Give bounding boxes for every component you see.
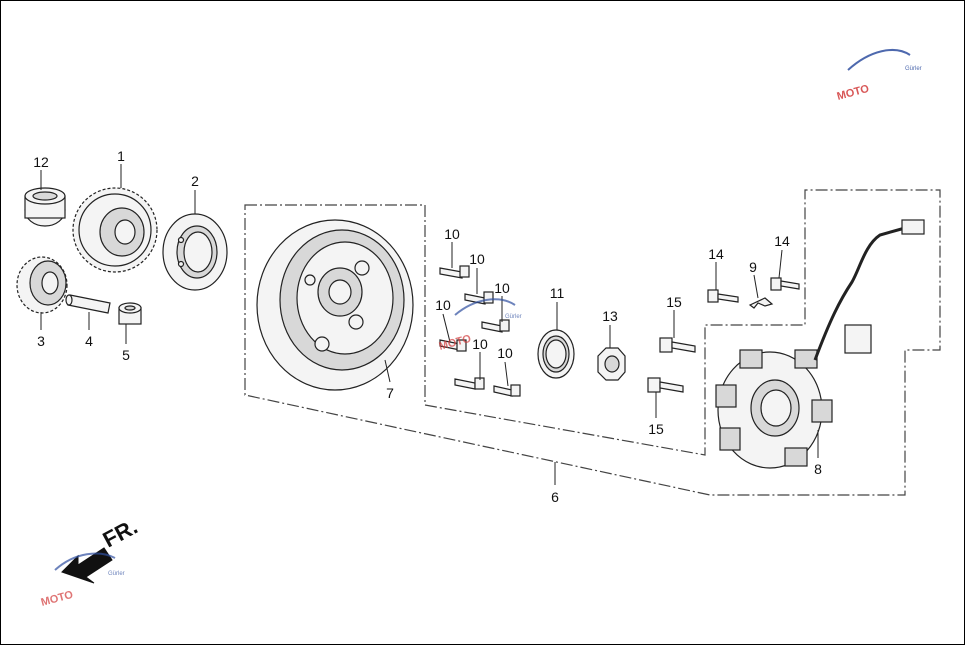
callout-11: 11 (550, 285, 565, 301)
svg-text:Gürler: Gürler (905, 66, 922, 72)
callout-13: 13 (602, 308, 618, 324)
part-5-bushing (118, 302, 142, 325)
callout-8: 8 (814, 461, 822, 477)
part-7-flywheel-rotor (256, 219, 414, 391)
front-label: FR. (99, 514, 142, 553)
callout-10a: 10 (444, 226, 460, 242)
callout-10c: 10 (494, 280, 510, 296)
part-9-clamp (748, 297, 774, 309)
callout-10e: 10 (472, 336, 488, 352)
callout-3: 3 (37, 333, 45, 349)
part-15-bolts (647, 337, 696, 393)
svg-text:MOTO: MOTO (836, 83, 871, 103)
callout-2: 2 (191, 173, 199, 189)
callout-4: 4 (85, 333, 93, 349)
svg-text:MOTO: MOTO (438, 333, 473, 353)
part-2-one-way-clutch (162, 213, 228, 291)
part-11-washer (537, 329, 575, 379)
group-6-boundary (244, 189, 941, 496)
callout-10d: 10 (435, 297, 451, 313)
svg-text:Gürler: Gürler (108, 571, 125, 577)
callout-9: 9 (749, 259, 757, 275)
callout-6: 6 (551, 489, 559, 505)
callout-7: 7 (386, 385, 394, 401)
front-direction-arrow (61, 547, 113, 584)
callout-12: 12 (33, 154, 49, 170)
part-1-starter-gear (72, 187, 158, 273)
callout-10f: 10 (497, 345, 513, 361)
part-14-bolts (707, 277, 800, 303)
part-12-needle-bearing (24, 187, 66, 227)
watermark-logo-top: MOTO Gürler (836, 49, 922, 103)
callout-14b: 14 (774, 233, 790, 249)
part-8-stator (715, 219, 925, 469)
callout-10b: 10 (469, 251, 485, 267)
callout-15a: 15 (666, 294, 682, 310)
svg-text:MOTO: MOTO (40, 589, 75, 609)
callout-14a: 14 (708, 246, 724, 262)
part-4-shaft (65, 294, 111, 314)
callout-15b: 15 (648, 421, 664, 437)
callout-5: 5 (122, 347, 130, 363)
callout-1: 1 (117, 148, 125, 164)
part-3-reduction-gear (16, 256, 68, 314)
svg-text:Gürler: Gürler (505, 314, 522, 320)
part-13-nut (597, 347, 626, 381)
